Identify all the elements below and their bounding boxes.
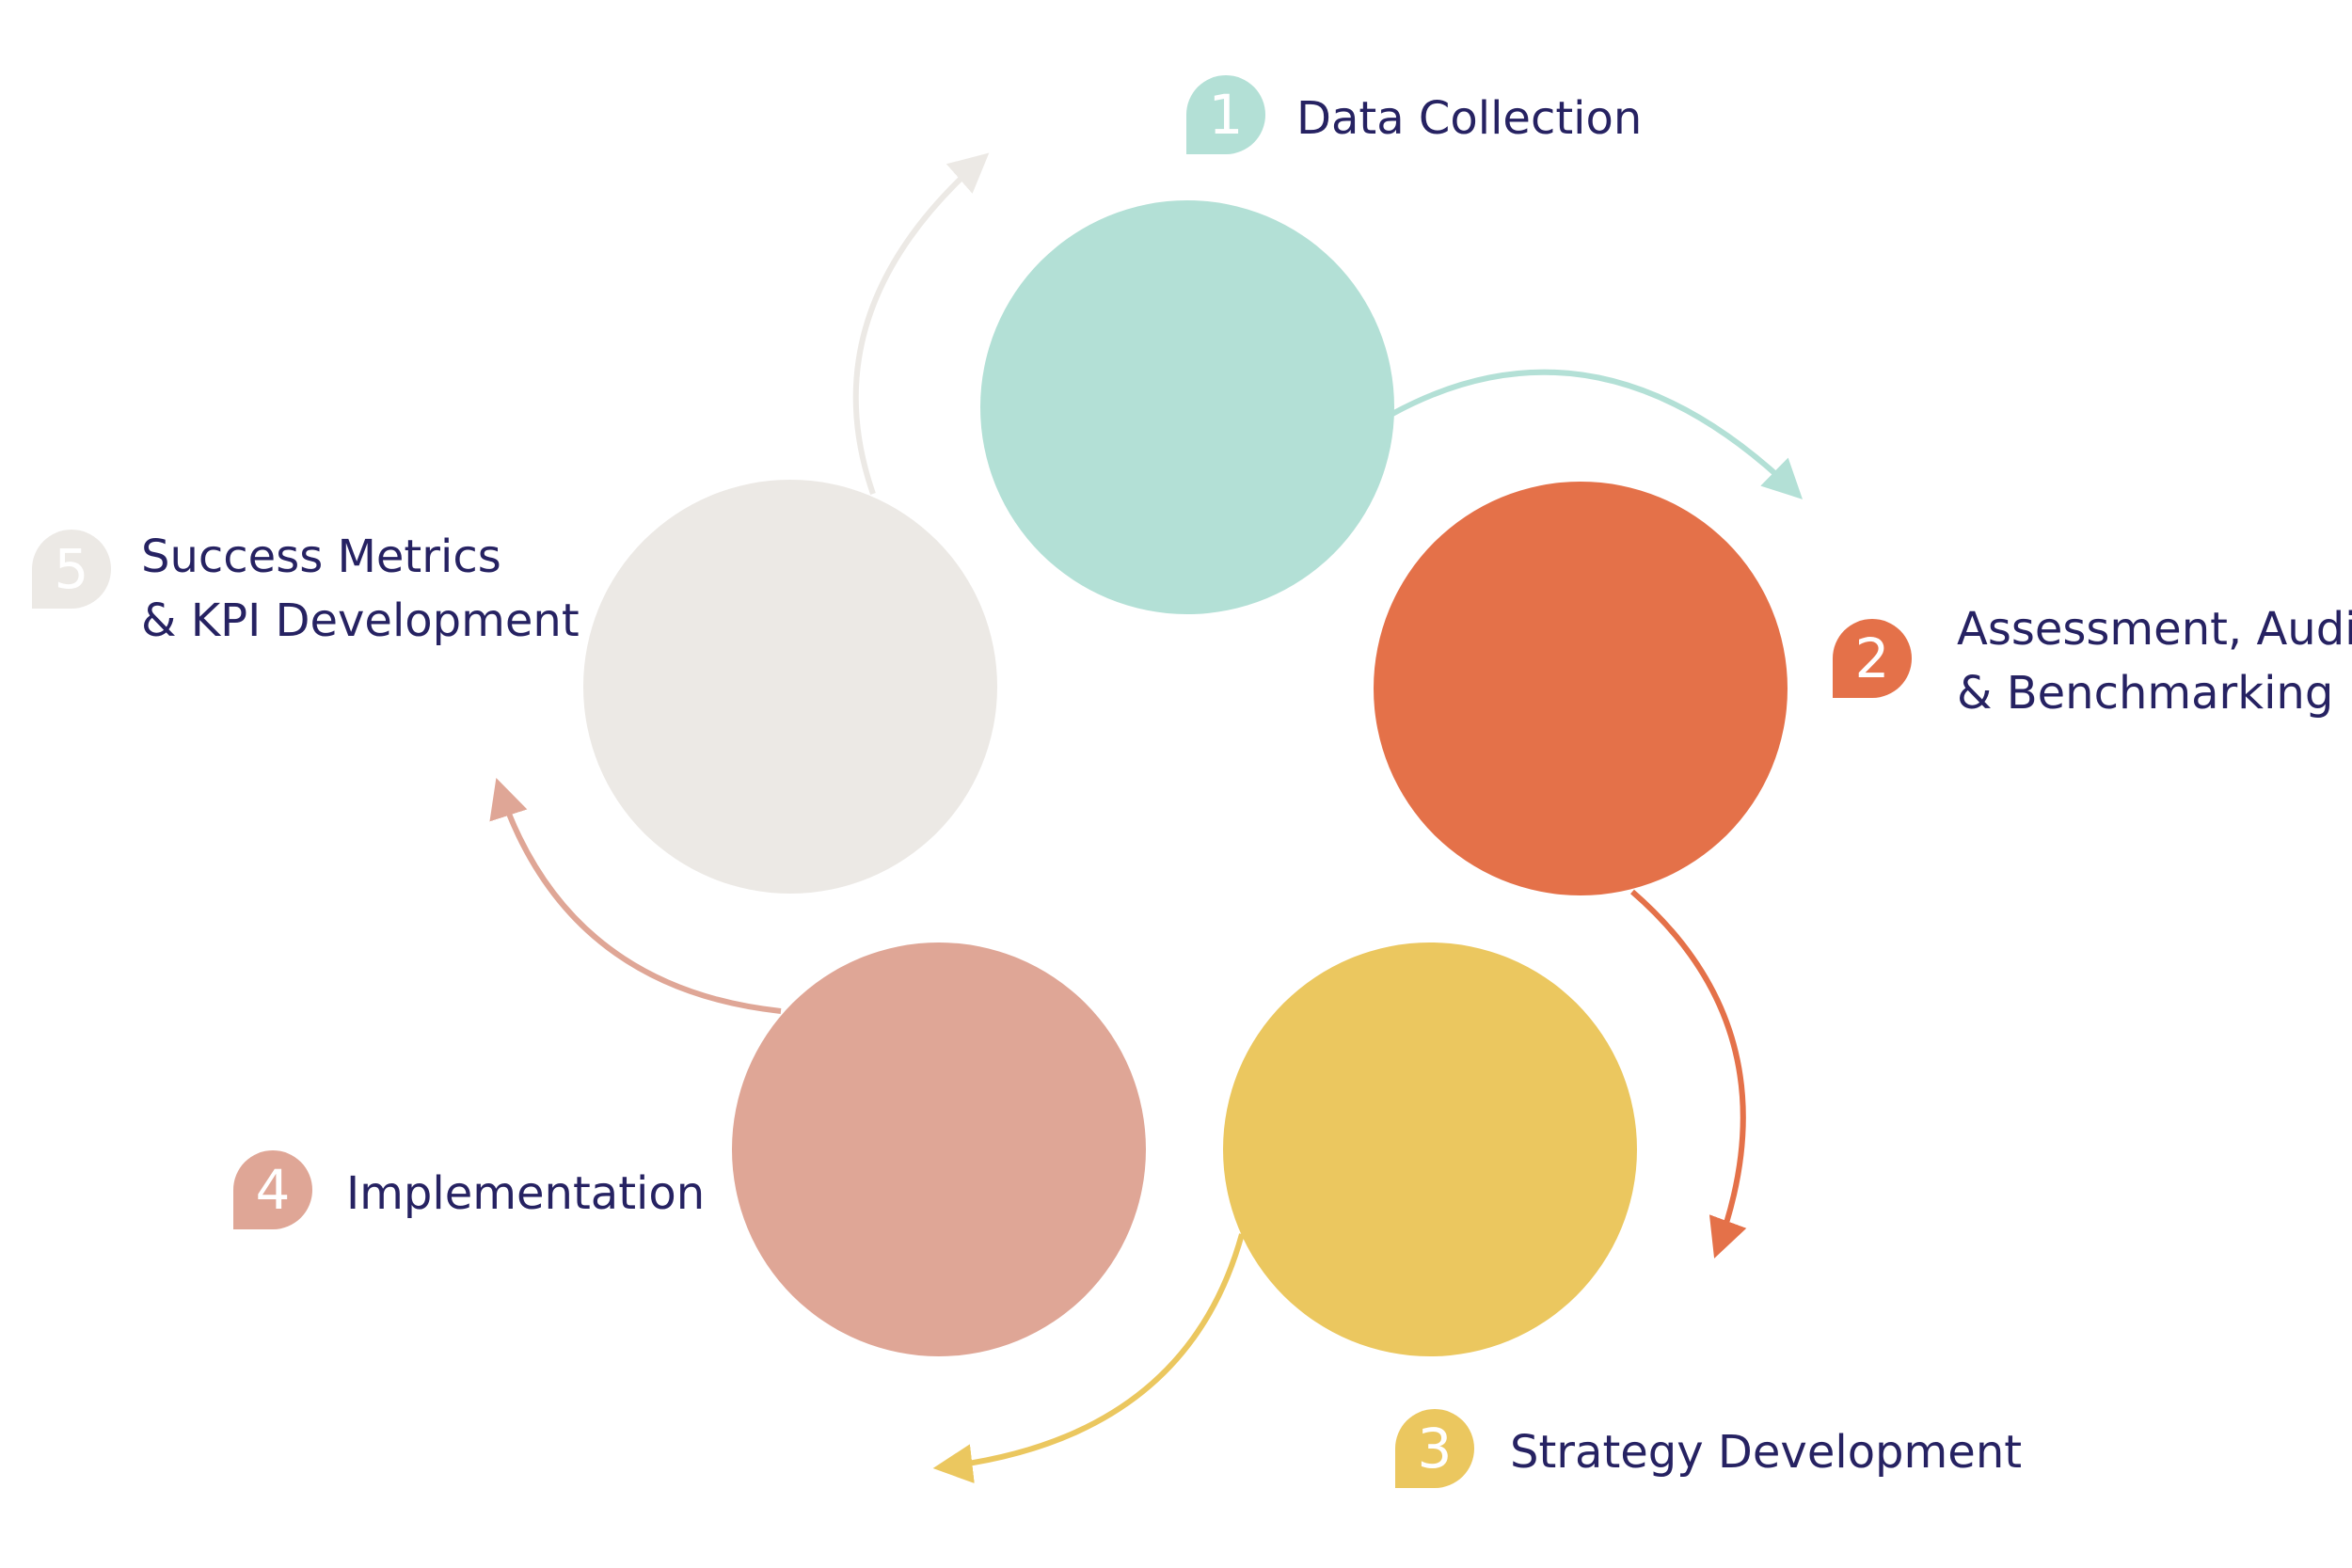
stage-circle-5 [583,480,997,894]
step-1-label: Data Collection [1296,92,1642,145]
step-5-badge: 5 [32,530,111,609]
step-3-number: 3 [1418,1417,1453,1481]
step-5-number: 5 [55,537,89,601]
teardrop-badge-icon [1186,75,1265,154]
teardrop-badge-icon [1833,619,1912,698]
step-4-badge: 4 [233,1150,312,1229]
teardrop-badge-icon [32,530,111,609]
stage-circle-3 [1223,942,1637,1356]
step-2-badge: 2 [1833,619,1912,698]
teardrop-badge-icon [233,1150,312,1229]
arrow-4-to-5 [489,778,782,1014]
step-3-badge: 3 [1395,1409,1474,1488]
arrow-1-to-2 [1391,369,1804,499]
step-3-label: Strategy Development [1510,1426,2022,1479]
step-2-number: 2 [1855,626,1890,690]
step-4-label: Implementation [346,1167,705,1220]
stage-circle-1 [980,200,1394,614]
step-1-badge: 1 [1186,75,1265,154]
stage-circle-2 [1374,482,1788,895]
step-4-number: 4 [256,1158,291,1222]
step-2-label: Assessment, Audit & Benchmarking [1957,603,2352,720]
arrow-3-to-4 [932,1233,1245,1483]
arrow-5-to-1 [852,152,990,495]
arrow-2-to-3 [1630,889,1747,1259]
stage-circle-4 [732,942,1146,1356]
teardrop-badge-icon [1395,1409,1474,1488]
step-5-label: Success Metrics & KPI Development [141,531,580,647]
step-1-number: 1 [1209,83,1244,147]
